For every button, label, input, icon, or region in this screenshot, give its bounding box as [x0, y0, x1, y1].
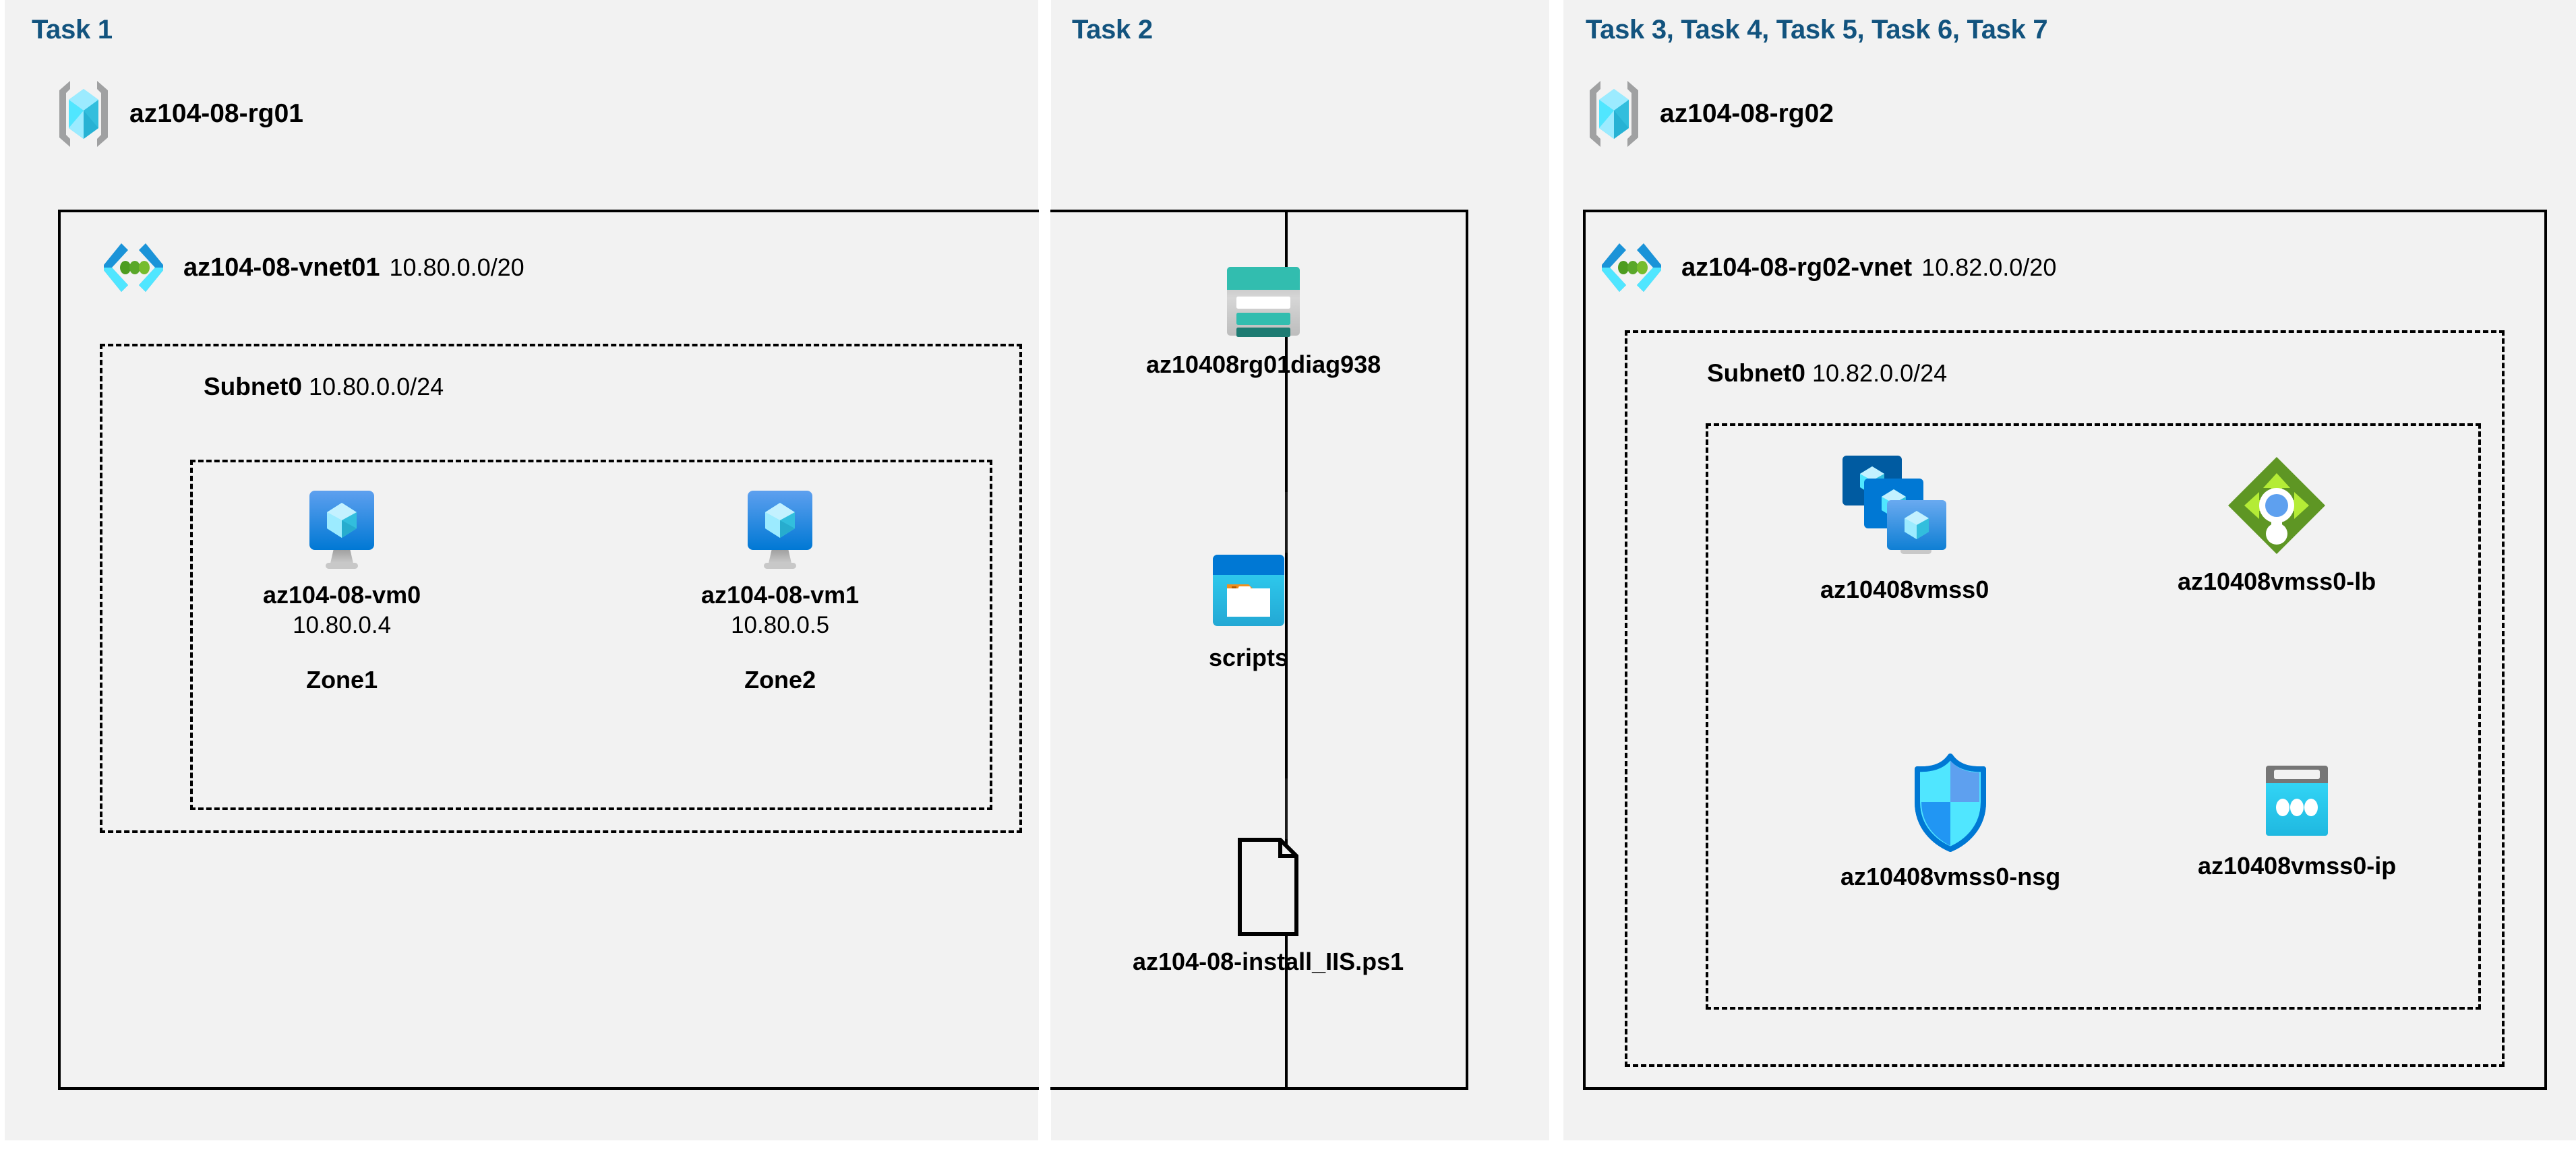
node-az104-08-vm1: az104-08-vm1 10.80.0.5 Zone2: [701, 487, 859, 694]
resource-group-row-rg02: az104-08-rg02: [1583, 78, 1834, 150]
script-file-label: az104-08-install_IIS.ps1: [1133, 948, 1404, 975]
virtual-network-icon: [1599, 241, 1664, 295]
storage-account-label: az10408rg01diag938: [1146, 350, 1381, 378]
vmss-resources-container: [1706, 423, 2481, 1010]
vnet-header-row: az104-08-vnet01 10.80.0.0/20: [101, 241, 525, 295]
vm-ip-label: 10.80.0.4: [293, 612, 392, 638]
node-blob-container: scripts: [1207, 551, 1290, 672]
public-ip-address-icon: [2256, 762, 2337, 842]
vnet-name-label: az104-08-vnet01: [183, 253, 380, 282]
vm-name-label: az104-08-vm1: [701, 581, 860, 609]
blob-container-label: scripts: [1208, 644, 1289, 671]
vnet-container-az104-08-rg02-vnet: az104-08-rg02-vnet 10.82.0.0/20: [1583, 210, 2547, 1090]
resource-group-label: az104-08-rg01: [129, 99, 303, 128]
subnet-name: Subnet0: [1707, 359, 1805, 387]
vmss-label: az10408vmss0: [1820, 576, 1989, 603]
vm-zone-label: Zone1: [306, 666, 378, 694]
resource-group-label: az104-08-rg02: [1660, 99, 1834, 128]
vm-zone-container: [190, 460, 992, 810]
node-public-ip-address: az10408vmss0-ip: [2198, 762, 2396, 880]
node-script-file: az104-08-install_IIS.ps1: [1133, 836, 1404, 976]
virtual-network-icon: [101, 241, 166, 295]
task2-heading: Task 2: [1072, 15, 1153, 44]
node-vm-scale-set: az10408vmss0: [1820, 452, 1989, 604]
node-az104-08-vm0: az104-08-vm0 10.80.0.4 Zone1: [263, 487, 421, 694]
connector-line-storage-to-container: [1285, 492, 1288, 553]
nsg-label: az10408vmss0-nsg: [1840, 863, 2061, 890]
load-balancer-icon: [2224, 453, 2329, 558]
virtual-machine-icon: [300, 487, 384, 572]
node-load-balancer: az10408vmss0-lb: [2178, 453, 2376, 596]
connector-line-container-to-file: [1285, 778, 1288, 839]
vm-zone-label: Zone2: [744, 666, 816, 694]
network-security-group-icon: [1908, 752, 1993, 853]
panel-gap-left: [1039, 0, 1051, 1166]
resource-group-row-rg01: az104-08-rg01: [53, 78, 303, 150]
panel-gap-right: [1550, 0, 1563, 1166]
resource-group-icon: [1583, 78, 1645, 150]
vm-ip-label: 10.80.0.5: [731, 612, 830, 638]
node-storage-account: az10408rg01diag938: [1146, 263, 1381, 379]
vnet-cidr-label: 10.80.0.0/20: [389, 253, 525, 281]
task2-container: [1050, 210, 1288, 1090]
file-icon: [1228, 836, 1309, 938]
load-balancer-label: az10408vmss0-lb: [2178, 567, 2376, 595]
subnet-cidr: 10.80.0.0/24: [308, 373, 444, 400]
subnet-label: Subnet0 10.80.0.0/24: [204, 373, 444, 401]
vnet-name-label: az104-08-rg02-vnet: [1681, 253, 1913, 282]
public-ip-label: az10408vmss0-ip: [2198, 852, 2397, 880]
node-network-security-group: az10408vmss0-nsg: [1840, 752, 2060, 891]
vnet-header-row: az104-08-rg02-vnet 10.82.0.0/20: [1599, 241, 2056, 295]
resource-group-icon: [53, 78, 115, 150]
vm-scale-set-icon: [1837, 452, 1972, 566]
task1-heading: Task 1: [32, 15, 113, 44]
subnet-label: Subnet0 10.82.0.0/24: [1707, 359, 1947, 388]
storage-account-icon: [1222, 263, 1305, 341]
subnet-container-0: [100, 344, 1022, 833]
blob-container-icon: [1207, 551, 1290, 634]
task3-heading: Task 3, Task 4, Task 5, Task 6, Task 7: [1586, 15, 2048, 44]
virtual-machine-icon: [738, 487, 822, 572]
subnet-name: Subnet0: [204, 373, 302, 400]
subnet-cidr: 10.82.0.0/24: [1811, 359, 1948, 387]
subnet-container-0-rg02: [1625, 330, 2505, 1067]
vm-name-label: az104-08-vm0: [263, 581, 421, 609]
vnet-cidr-label: 10.82.0.0/20: [1921, 253, 2057, 281]
